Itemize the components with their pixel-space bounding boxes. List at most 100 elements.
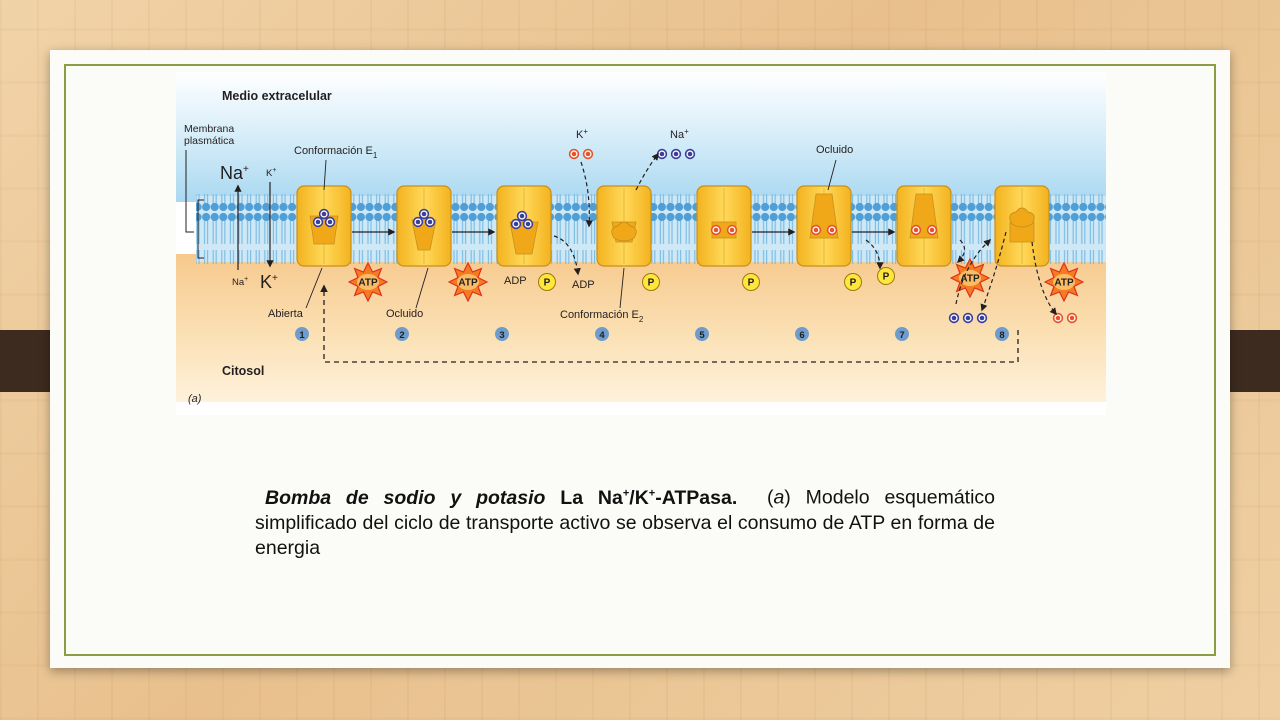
- ion-markers: [312, 148, 1078, 324]
- svg-text:P: P: [544, 278, 551, 289]
- step-badge-2: 2: [395, 327, 409, 341]
- k-top-label: K+: [576, 127, 588, 141]
- conformation-e2-label: Conformación E2: [560, 309, 644, 324]
- sodium-ion-icon: [684, 148, 696, 160]
- pump-step-6: [796, 185, 852, 267]
- na-large-label: Na+: [220, 163, 249, 183]
- pump-conformations: [296, 185, 1050, 267]
- svg-text:ATP: ATP: [960, 274, 980, 285]
- open-label: Abierta: [268, 308, 304, 320]
- step-badge-5: 5: [695, 327, 709, 341]
- ion-movement-arrow: [865, 239, 884, 270]
- pump-step-1: [296, 185, 352, 267]
- step-number-3: 3: [499, 330, 504, 341]
- atp-icon: ATP: [348, 262, 388, 302]
- sodium-ion-icon: [412, 216, 424, 228]
- svg-text:P: P: [850, 278, 857, 289]
- sodium-ion-icon: [318, 208, 330, 220]
- e2-pointer: [619, 267, 625, 309]
- ion-movement-arrow: [635, 152, 659, 191]
- potassium-ion-icon: [826, 224, 838, 236]
- na-small-label: Na+: [232, 276, 248, 288]
- extracellular-label: Medio extracelular: [222, 89, 332, 103]
- caption-title: Bomba de sodio y potasio: [265, 486, 546, 509]
- sodium-ion-icon: [516, 210, 528, 222]
- open-pointer: [305, 267, 323, 309]
- step-badge-4: 4: [595, 327, 609, 341]
- potassium-ion-icon: [582, 148, 594, 160]
- na-top-label: Na+: [670, 127, 689, 141]
- step-badge-6: 6: [795, 327, 809, 341]
- figure-caption: Bomba de sodio y potasio La Na+/K+-ATPas…: [255, 481, 995, 561]
- cytosol-label: Citosol: [222, 364, 264, 378]
- phosphate-icon: P: [742, 273, 760, 291]
- caption-k-charge: +: [648, 487, 656, 499]
- svg-text:ATP: ATP: [358, 278, 378, 289]
- sodium-ion-icon: [424, 216, 436, 228]
- step-number-5: 5: [699, 330, 705, 341]
- step-number-1: 1: [299, 330, 305, 341]
- step-number-2: 2: [399, 330, 404, 341]
- ion-movement-arrow: [980, 231, 1007, 312]
- occluded-bottom-label: Ocluido: [386, 308, 423, 320]
- membrane-bracket: [197, 199, 204, 259]
- slide-border: [64, 64, 1216, 656]
- svg-text:P: P: [748, 278, 755, 289]
- potassium-ion-icon: [910, 224, 922, 236]
- occluded-top-label: Ocluido: [816, 144, 853, 156]
- e1-pointer: [323, 159, 327, 191]
- transport-arrows: [352, 152, 1057, 316]
- sodium-ion-icon: [962, 312, 974, 324]
- svg-text:ATP: ATP: [1054, 278, 1074, 289]
- membrane-label-line2: plasmática: [184, 135, 234, 147]
- k-small-label: K+: [266, 167, 276, 179]
- occluded-site-icon: [611, 221, 637, 242]
- sodium-ion-icon: [522, 218, 534, 230]
- atp-icon: ATP: [950, 258, 990, 298]
- caption-body: Modelo esquemático simplificado del cicl…: [255, 486, 996, 559]
- step-number-6: 6: [799, 330, 804, 341]
- step-number-7: 7: [899, 330, 904, 341]
- sodium-ion-icon: [312, 216, 324, 228]
- svg-text:P: P: [648, 278, 655, 289]
- potassium-ion-icon: [726, 224, 738, 236]
- caption-panel-ref: a: [773, 486, 785, 509]
- ion-movement-arrow: [1031, 241, 1057, 316]
- k-large-label: K+: [260, 272, 278, 292]
- potassium-ion-icon: [710, 224, 722, 236]
- step-badge-7: 7: [895, 327, 909, 341]
- phosphate-icon: P: [642, 273, 660, 291]
- ion-movement-arrow: [580, 161, 593, 228]
- ion-movement-arrow: [553, 235, 581, 276]
- caption-atpasa: -ATPasa.: [655, 486, 738, 509]
- atp-icon: ATP: [448, 262, 488, 302]
- panel-label: (a): [188, 393, 202, 405]
- pump-step-7: [896, 185, 952, 267]
- membrane-bracket-line: [185, 150, 194, 233]
- open-site-icon: [1009, 207, 1035, 228]
- step-badges: 1 2 3 4 5 6 7 8: [295, 327, 1009, 341]
- potassium-ion-icon: [926, 224, 938, 236]
- svg-text:P: P: [883, 272, 890, 283]
- caption-na: Na: [597, 486, 623, 509]
- pump-step-2: [396, 185, 452, 267]
- caption-na-charge: +: [622, 487, 630, 499]
- adp-step4-label: ADP: [572, 279, 595, 291]
- sodium-ion-icon: [948, 312, 960, 324]
- step-number-8: 8: [999, 330, 1004, 341]
- conformation-e1-label: Conformación E1: [294, 145, 378, 160]
- ion-movement-arrow: [955, 239, 992, 305]
- caption-paren-close: ): [784, 486, 791, 509]
- pump-cycle-diagram: Medio extracelular Membrana plasmática N…: [176, 72, 1106, 415]
- sodium-ion-icon: [510, 218, 522, 230]
- step-badge-8: 8: [995, 327, 1009, 341]
- membrane-label-line1: Membrana: [184, 123, 234, 135]
- cytosol-region: [176, 254, 1106, 415]
- atp-markers: ATP ATP ATP ATP: [348, 258, 1084, 302]
- atp-icon: ATP: [1044, 262, 1084, 302]
- caption-slash: /: [629, 486, 635, 509]
- sodium-ion-icon: [324, 216, 336, 228]
- step-badge-1: 1: [295, 327, 309, 341]
- sodium-ion-icon: [670, 148, 682, 160]
